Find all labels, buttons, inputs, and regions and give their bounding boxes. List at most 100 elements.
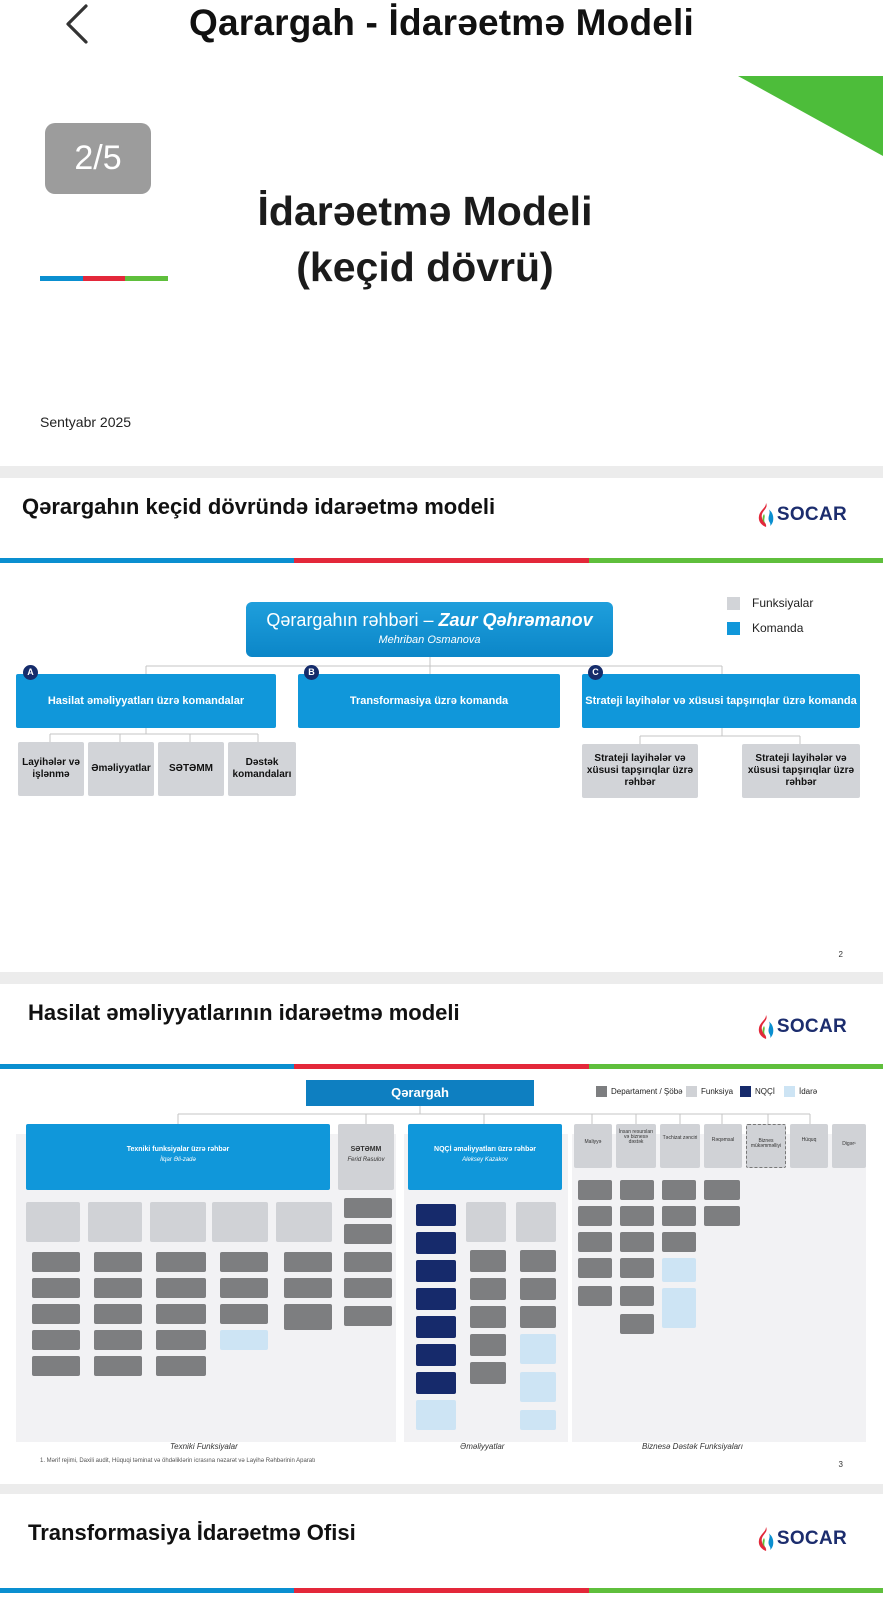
a-child-projects: Layihələr və işlənmə	[18, 742, 84, 796]
setemm-head: SƏTƏMM Ferid Rəsulov	[338, 1124, 394, 1190]
ops-cell	[470, 1334, 506, 1356]
biz-cell	[578, 1180, 612, 1200]
biz-cell	[662, 1232, 696, 1252]
ops-cell	[470, 1362, 506, 1384]
tech-cell	[32, 1356, 80, 1376]
setemm-cell	[344, 1224, 392, 1244]
legend-swatch-grey	[727, 596, 740, 610]
chevron-left-icon	[66, 4, 88, 44]
slide-title: Hasilat əməliyyatlarının idarəetmə model…	[28, 1000, 460, 1025]
cover-title: İdarəetmə Modeli (keçid dövrü)	[200, 183, 650, 295]
ops-office	[520, 1410, 556, 1430]
org-connectors-3	[177, 1106, 811, 1124]
biz-cell	[578, 1232, 612, 1252]
tech-cell	[284, 1252, 332, 1272]
biz-cell	[662, 1180, 696, 1200]
biz-cell	[578, 1286, 612, 1306]
ops-cell	[520, 1306, 556, 1328]
ngci-cell	[416, 1344, 456, 1366]
c-child-lead-2: Strateji layihələr və xüsusi tapşırıqlar…	[742, 744, 860, 798]
tech-cell	[32, 1304, 80, 1324]
setemm-cell	[344, 1252, 392, 1272]
footnote: 1. Mərif rejimi, Daxili audit, Hüquqi tə…	[40, 1458, 316, 1464]
biz-cell	[704, 1180, 740, 1200]
tricolor-rule	[0, 558, 883, 563]
setemm-cell	[344, 1306, 392, 1326]
ops-cell	[520, 1250, 556, 1272]
tech-cell	[94, 1304, 142, 1324]
back-button[interactable]	[58, 2, 98, 46]
branch-b-box: Transformasiya üzrə komanda	[298, 674, 560, 728]
slide-governance-model[interactable]: Qərargahın keçid dövründə idarəetmə mode…	[0, 478, 883, 972]
tech-cell	[156, 1304, 206, 1324]
ngci-cell	[416, 1232, 456, 1254]
legend-office: İdarə	[784, 1086, 817, 1097]
logo-text: SOCAR	[776, 1016, 847, 1037]
tech-cell	[220, 1304, 268, 1324]
slide-cover[interactable]: 2/5 İdarəetmə Modeli (keçid dövrü) Senty…	[0, 48, 883, 466]
tech-cell	[156, 1330, 206, 1350]
setemm-cell	[344, 1198, 392, 1218]
legal-head: Hüquq	[790, 1124, 828, 1168]
ngci-ops-head: NQÇİ əməliyyatları üzrə rəhbər Aleksey K…	[408, 1124, 562, 1190]
legend-team: Komanda	[727, 621, 803, 635]
app-bar: Qarargah - İdarəetmə Modeli	[0, 0, 883, 48]
biz-cell	[578, 1258, 612, 1278]
biz-office	[662, 1288, 696, 1328]
branch-b-badge: B	[304, 665, 319, 680]
biz-cell	[704, 1206, 740, 1226]
digital-head: Rəqəmsal	[704, 1124, 742, 1168]
tech-cell	[284, 1304, 332, 1330]
page-indicator: 2/5	[45, 123, 151, 194]
tech-cell	[156, 1356, 206, 1376]
tech-cell	[156, 1252, 206, 1272]
tech-sub-5	[276, 1202, 332, 1242]
branch-c-badge: C	[588, 665, 603, 680]
hq-box: Qərargah	[306, 1080, 534, 1106]
slide-transformation-office[interactable]: Transformasiya İdarəetmə Ofisi SOCAR	[0, 1494, 883, 1600]
socar-logo: SOCAR	[757, 1014, 847, 1040]
head-name: Zaur Qəhrəmanov	[438, 610, 593, 630]
biz-office	[662, 1258, 696, 1282]
other-head: Digər¹	[832, 1124, 866, 1168]
ngci-cell	[416, 1204, 456, 1226]
ops-cell	[470, 1306, 506, 1328]
tech-cell	[156, 1278, 206, 1298]
biz-cell	[620, 1206, 654, 1226]
tech-sub-3	[150, 1202, 206, 1242]
footer-business: Biznesə Dəstək Funksiyaları	[642, 1442, 743, 1451]
head-deputy: Mehriban Osmanova	[378, 634, 481, 646]
page-number: 2	[838, 950, 843, 959]
slide-upstream-ops-model[interactable]: Hasilat əməliyyatlarının idarəetmə model…	[0, 984, 883, 1484]
legend-swatch-blue	[727, 621, 740, 635]
slide-title: Transformasiya İdarəetmə Ofisi	[28, 1520, 356, 1545]
legend-functions: Funksiyalar	[727, 596, 813, 610]
tech-cell	[94, 1278, 142, 1298]
ngci-cell	[416, 1260, 456, 1282]
ngci-cell	[416, 1288, 456, 1310]
tech-cell	[94, 1252, 142, 1272]
tech-cell	[220, 1278, 268, 1298]
ops-sub-1	[466, 1202, 506, 1242]
flame-icon	[758, 1527, 774, 1551]
tech-sub-2	[88, 1202, 142, 1242]
biz-cell	[578, 1206, 612, 1226]
tech-sub-1	[26, 1202, 80, 1242]
tech-functions-head: Texniki funksiyalar üzrə rəhbər İlqar Əl…	[26, 1124, 330, 1190]
ops-cell	[470, 1278, 506, 1300]
slide-title: Qərargahın keçid dövründə idarəetmə mode…	[22, 494, 496, 519]
branch-a-badge: A	[23, 665, 38, 680]
biz-cell	[620, 1232, 654, 1252]
tech-cell	[284, 1278, 332, 1298]
biz-excellence-head: Biznes mükəmməlliyi	[746, 1124, 786, 1168]
green-corner-decoration	[738, 76, 883, 156]
logo-text: SOCAR	[776, 504, 847, 525]
c-child-lead-1: Strateji layihələr və xüsusi tapşırıqlar…	[582, 744, 698, 798]
biz-cell	[662, 1206, 696, 1226]
branch-a-box: Hasilat əməliyyatları üzrə komandalar	[16, 674, 276, 728]
ops-cell	[470, 1250, 506, 1272]
hr-head: İnsan resursları və biznesə dəstək	[616, 1124, 656, 1168]
supply-head: Təchizat zənciri	[660, 1124, 700, 1168]
tech-cell-office	[220, 1330, 268, 1350]
